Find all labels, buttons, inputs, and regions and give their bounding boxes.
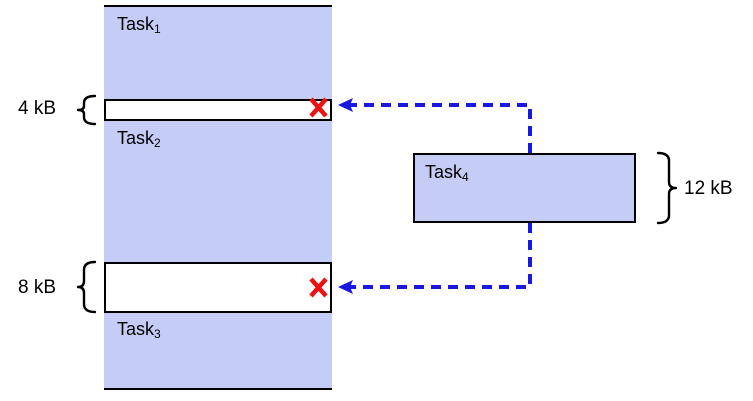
hole1-size-label: 4 kB [18,98,57,119]
arrow-task4-to-hole1 [338,98,532,153]
memory-block-task1 [104,5,332,101]
incoming-task4-box [413,153,636,223]
brace-hole1 [76,94,97,126]
incoming-task4-label: Task4 [425,162,469,184]
memory-block-task2-label: Task2 [117,128,161,150]
memory-block-task2 [104,119,332,264]
brace-hole2 [76,260,97,314]
task4-size-label: 12 kB [684,178,733,199]
memory-block-task3 [104,311,332,390]
arrow-task4-to-hole2 [338,223,532,294]
brace-task4 [656,151,678,225]
memory-block-task3-label: Task3 [117,319,161,341]
hole2-size-label: 8 kB [18,277,57,298]
memory-block-task1-label: Task1 [117,14,161,36]
